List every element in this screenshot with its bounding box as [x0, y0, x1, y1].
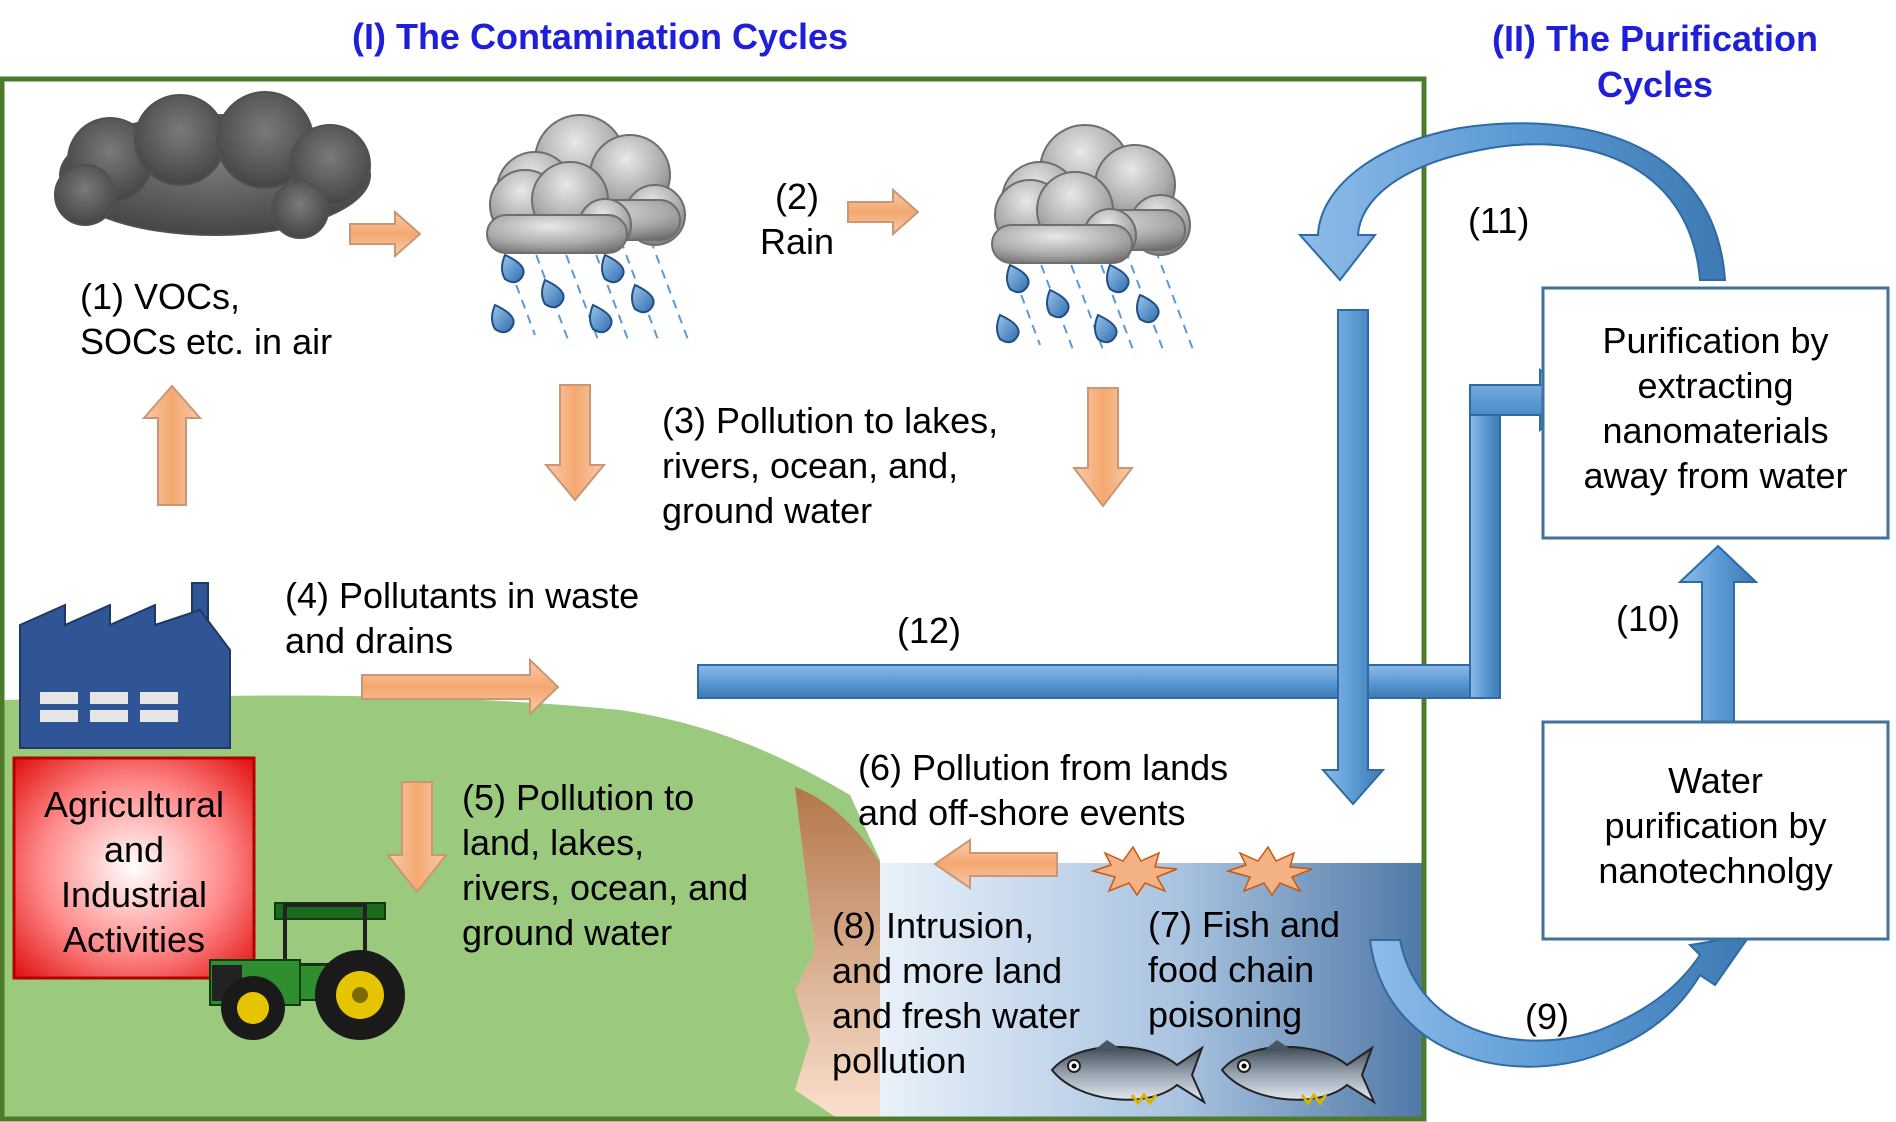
pollution6-line2: and off-shore events — [858, 792, 1186, 833]
intrusion8-line1: (8) Intrusion, — [832, 905, 1035, 946]
curved-arrow-11 — [1297, 122, 1727, 282]
fish7-line3: poisoning — [1148, 994, 1303, 1035]
flow-riser — [1469, 384, 1501, 699]
curved-arrow-9 — [1368, 933, 1753, 1068]
contamination-title: (I) The Contamination Cycles — [351, 16, 849, 57]
nanotech-box-line3: nanotechnolgy — [1598, 850, 1833, 891]
intrusion8-line4: pollution — [832, 1040, 967, 1081]
arrow-down-icon — [385, 781, 449, 894]
arrow-up-icon — [141, 384, 203, 506]
pollution5-line1: (5) Pollution to — [462, 777, 695, 818]
step12-label: (12) — [897, 610, 962, 651]
arrow-up-icon — [1677, 544, 1759, 723]
rain-cloud-icon — [991, 124, 1196, 356]
pollution5-line2: land, lakes, — [462, 822, 645, 863]
activities-line3: Industrial — [60, 874, 208, 915]
fish7-line2: food chain — [1148, 949, 1315, 990]
nanotech-box-line2: purification by — [1604, 805, 1827, 846]
arrow-left-icon — [933, 838, 1058, 890]
extract-box-line4: away from water — [1583, 455, 1848, 496]
smog-cloud-icon — [54, 91, 371, 239]
extract-box-line2: extracting — [1637, 365, 1794, 406]
arrow-down-icon — [1071, 387, 1135, 508]
arrow-right-icon — [361, 657, 560, 717]
factory-icon — [19, 582, 231, 749]
pollutants4-line2: and drains — [285, 620, 454, 661]
step11-label: (11) — [1468, 200, 1530, 241]
pollution5-line4: ground water — [462, 912, 673, 953]
intrusion8-line3: and fresh water — [832, 995, 1081, 1036]
step9-label: (9) — [1525, 996, 1569, 1037]
arrow-down-icon — [1320, 309, 1386, 806]
extract-box-line1: Purification by — [1602, 320, 1829, 361]
nanotech-box — [1541, 720, 1890, 941]
arrow-right-icon — [847, 187, 920, 237]
intrusion8-line2: and more land — [832, 950, 1063, 991]
pollution5-line3: rivers, ocean, and — [462, 867, 749, 908]
pollution3-line3: ground water — [662, 490, 873, 531]
pollution3-line2: rivers, ocean, and, — [662, 445, 959, 486]
activities-line4: Activities — [62, 919, 206, 960]
pollution6-line1: (6) Pollution from lands — [858, 747, 1229, 788]
activities-line1: Agricultural — [43, 784, 225, 825]
nanotech-box-line1: Water — [1668, 760, 1763, 801]
fish7-line1: (7) Fish and — [1148, 904, 1341, 945]
arrow-right-icon — [349, 209, 422, 259]
purification-title-line1: (II) The Purification — [1491, 18, 1818, 59]
rain-cloud-icon — [486, 114, 691, 346]
rain-word-label: Rain — [759, 221, 835, 262]
activities-box — [12, 756, 256, 980]
rain-step-label: (2) — [775, 176, 819, 217]
pollutants4-line1: (4) Pollutants in waste — [285, 575, 640, 616]
pollution3-line1: (3) Pollution to lakes, — [662, 400, 999, 441]
vocs-label-line1: (1) VOCs, — [80, 276, 241, 317]
extract-box — [1541, 286, 1890, 540]
activities-line2: and — [103, 829, 165, 870]
tractor-icon — [209, 902, 405, 1040]
extract-box-line3: nanomaterials — [1602, 410, 1829, 451]
purification-title-line2: Cycles — [1596, 64, 1714, 105]
step10-label: (10) — [1616, 598, 1681, 639]
arrow-down-icon — [543, 384, 607, 502]
vocs-label-line2: SOCs etc. in air — [80, 321, 333, 362]
